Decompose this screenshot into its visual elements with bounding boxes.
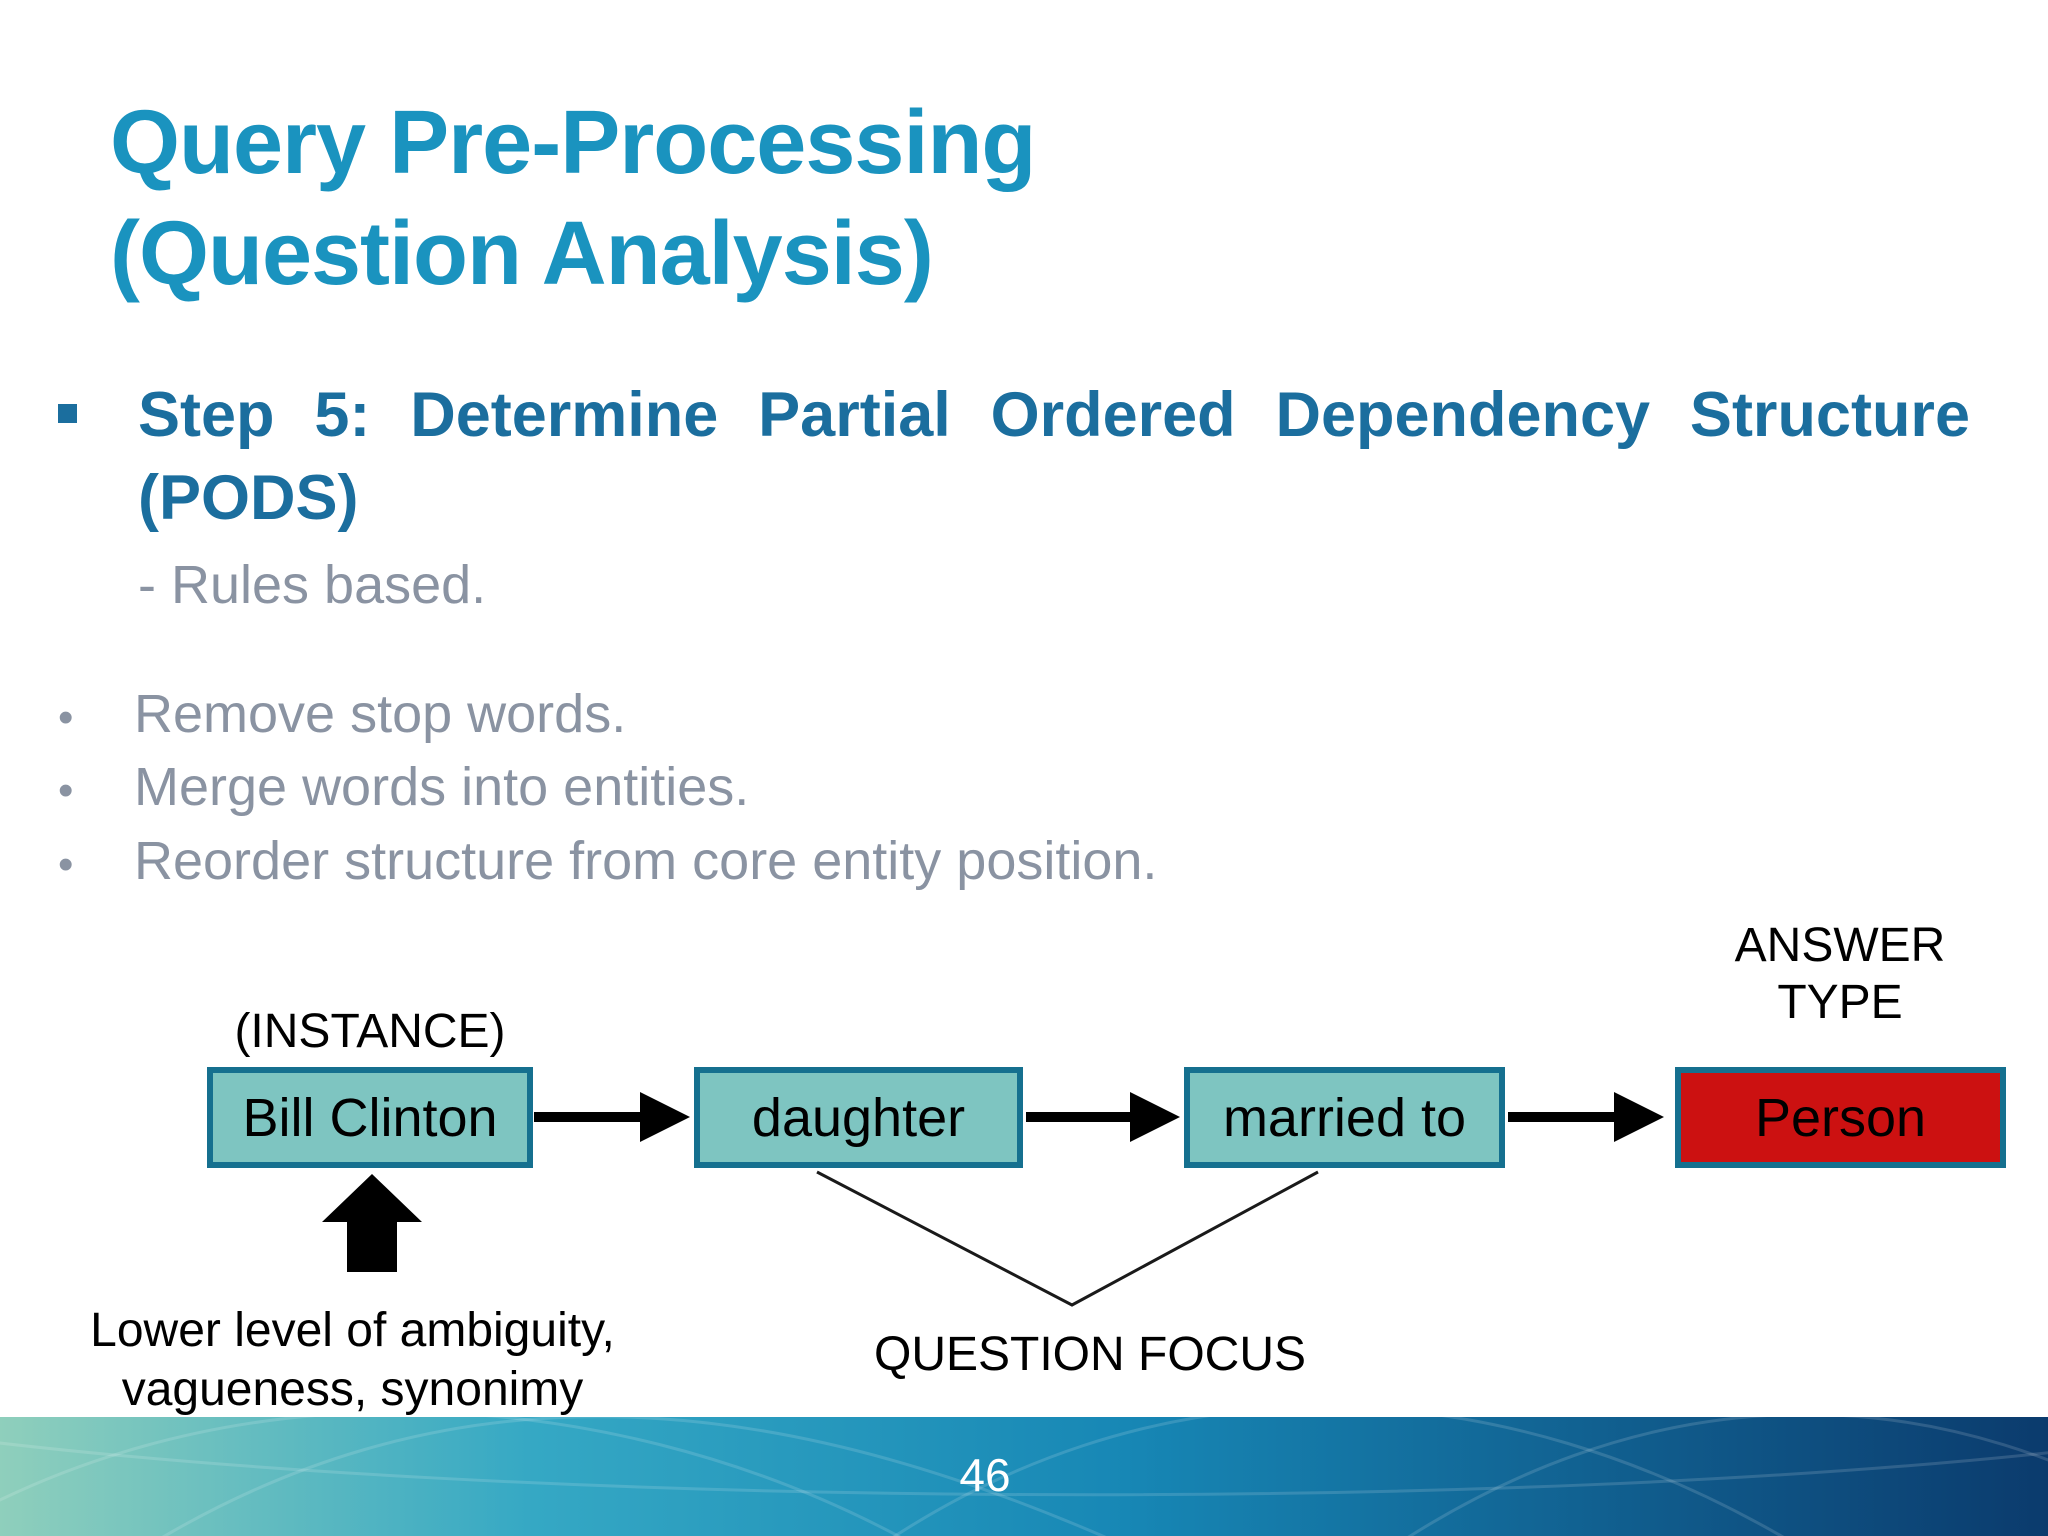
slide-title-line2: (Question Analysis) (110, 203, 934, 304)
arrow-up-icon (322, 1174, 422, 1272)
slide-title-line1: Query Pre-Processing (110, 93, 1036, 193)
bullet-dot-icon: • (58, 839, 74, 889)
node-person-answer-type: Person (1675, 1067, 2006, 1168)
step-heading: Step 5: Determine Partial Ordered Depend… (138, 374, 1970, 622)
node-bill-clinton: Bill Clinton (207, 1067, 533, 1168)
answer-type-line1: ANSWER (1734, 919, 1946, 972)
bullet-text: Reorder structure from core entity posit… (134, 830, 1158, 891)
bullet-dot-icon: • (58, 766, 74, 816)
step-subnote: - Rules based. (138, 555, 487, 616)
step-heading-line2: (PODS) (138, 463, 359, 534)
bullet-item: • Merge words into entities. (58, 751, 1758, 824)
bullet-text: Merge words into entities. (134, 757, 750, 818)
bullet-dot-icon: • (58, 693, 74, 742)
page-number: 46 (959, 1449, 1011, 1501)
bullet-list: • Remove stop words. • Merge words into … (58, 678, 1758, 898)
arrow-right-icon (534, 1092, 690, 1142)
slide-title: Query Pre-Processing (Question Analysis) (110, 88, 1510, 309)
step-bullet-marker (58, 404, 77, 423)
bullet-item: • Remove stop words. (58, 678, 1758, 751)
footer-bar (0, 1417, 2048, 1536)
node-married-to: married to (1184, 1067, 1505, 1168)
answer-type-label: ANSWER TYPE (1665, 918, 2015, 1031)
bullet-item: • Reorder structure from core entity pos… (58, 825, 1758, 898)
bullet-text: Remove stop words. (134, 684, 627, 744)
question-focus-connector (816, 1170, 1319, 1307)
answer-type-line2: TYPE (1777, 975, 1903, 1029)
instance-label: (INSTANCE) (234, 1005, 506, 1058)
footer-bar-decoration (0, 1417, 2048, 1536)
ambiguity-note-line2: vagueness, synonimy (121, 1362, 584, 1416)
node-daughter: daughter (694, 1067, 1023, 1168)
arrow-right-icon (1508, 1092, 1664, 1142)
step-heading-line1: Step 5: Determine Partial Ordered Depend… (138, 380, 1970, 450)
ambiguity-note: Lower level of ambiguity, vagueness, syn… (70, 1302, 635, 1419)
question-focus-label: QUESTION FOCUS (873, 1328, 1307, 1381)
arrow-right-icon (1026, 1092, 1180, 1142)
ambiguity-note-line1: Lower level of ambiguity, (90, 1304, 615, 1357)
